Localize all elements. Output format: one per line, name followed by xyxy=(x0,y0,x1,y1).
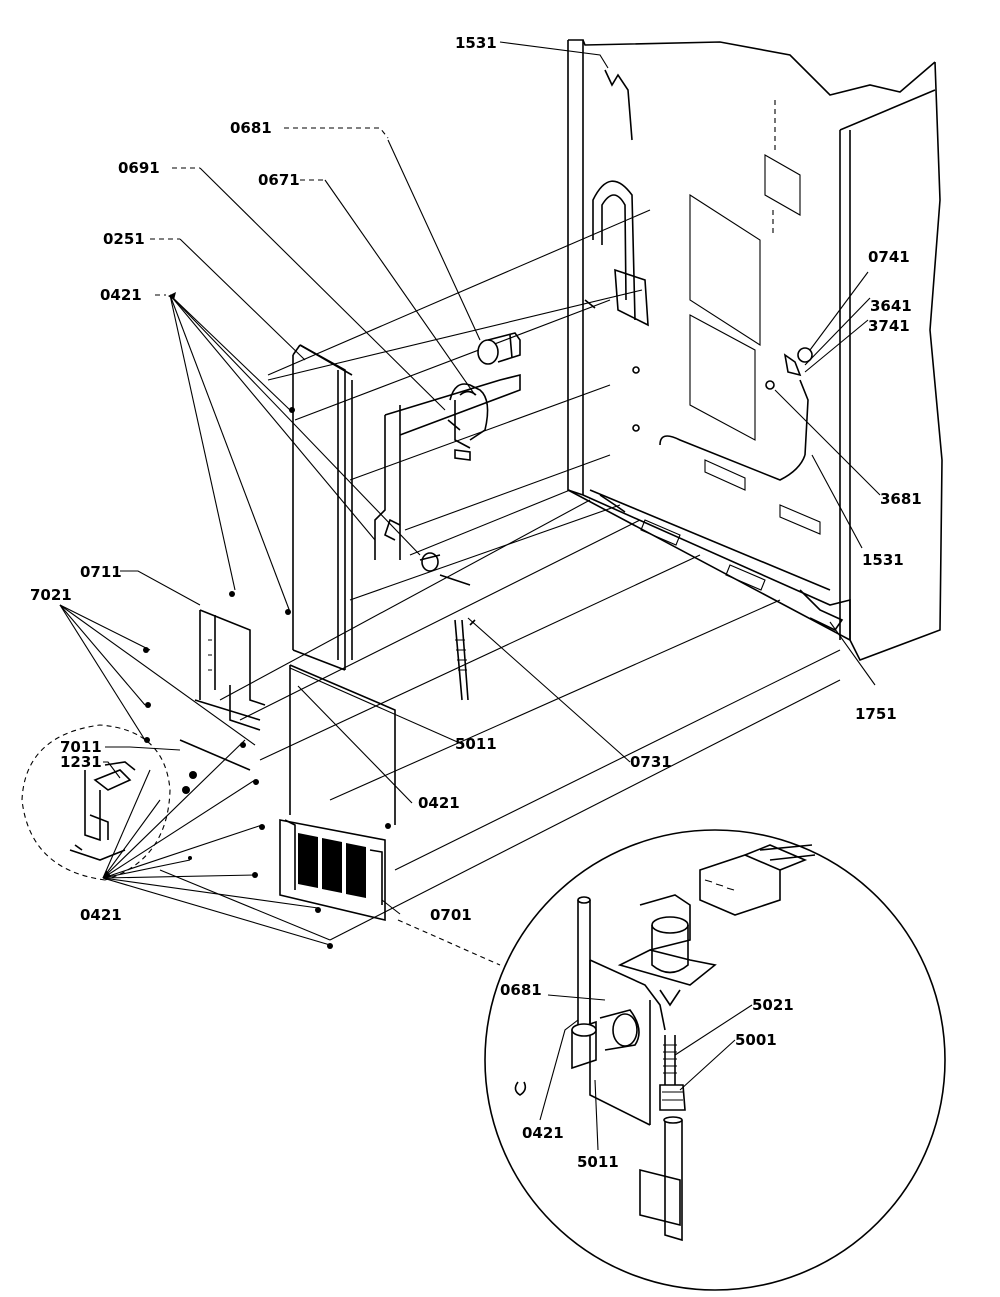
floor-projection-lines xyxy=(159,209,841,941)
callout-0421-mid: 0421 xyxy=(418,794,460,812)
callout-7021: 7021 xyxy=(30,586,72,604)
duct-panel-0251 xyxy=(292,344,353,671)
callout-0681-top: 0681 xyxy=(230,119,272,137)
switch-detail-circle xyxy=(21,724,171,881)
center-bracket xyxy=(374,332,521,586)
damper-detail-circle xyxy=(484,829,946,1291)
screw-leader-cluster xyxy=(102,739,331,946)
cabinet-back-wall xyxy=(567,39,943,662)
control-bracket-0711 xyxy=(179,609,266,771)
callout-0421-bottom: 0421 xyxy=(80,906,122,924)
callout-0691: 0691 xyxy=(118,159,160,177)
callout-labels: 1531 0681 0691 0671 0251 0421 0741 3641 … xyxy=(30,34,922,1171)
callout-1231: 1231 xyxy=(60,753,102,771)
screws xyxy=(143,407,391,949)
callout-0731: 0731 xyxy=(630,753,672,771)
callout-1751: 1751 xyxy=(855,705,897,723)
callout-7011: 7011 xyxy=(60,738,102,756)
callout-0421-left: 0421 xyxy=(100,286,142,304)
callout-3741: 3741 xyxy=(868,317,910,335)
callout-0741: 0741 xyxy=(868,248,910,266)
callout-5011-detail: 5011 xyxy=(577,1153,619,1171)
callout-5021: 5021 xyxy=(752,996,794,1014)
leader-lines xyxy=(59,41,881,1151)
callout-5001: 5001 xyxy=(735,1031,777,1049)
callout-0701: 0701 xyxy=(430,906,472,924)
rod-0731 xyxy=(454,619,476,701)
callout-3681: 3681 xyxy=(880,490,922,508)
callout-0671: 0671 xyxy=(258,171,300,189)
callout-1531-right: 1531 xyxy=(862,551,904,569)
callout-0251: 0251 xyxy=(103,230,145,248)
callout-0681-detail: 0681 xyxy=(500,981,542,999)
callout-0711: 0711 xyxy=(80,563,122,581)
callout-0421-detail: 0421 xyxy=(522,1124,564,1142)
callout-1531-top: 1531 xyxy=(455,34,497,52)
louvered-cover-0701 xyxy=(279,664,396,922)
callout-5011-main: 5011 xyxy=(455,735,497,753)
callout-3641: 3641 xyxy=(870,297,912,315)
